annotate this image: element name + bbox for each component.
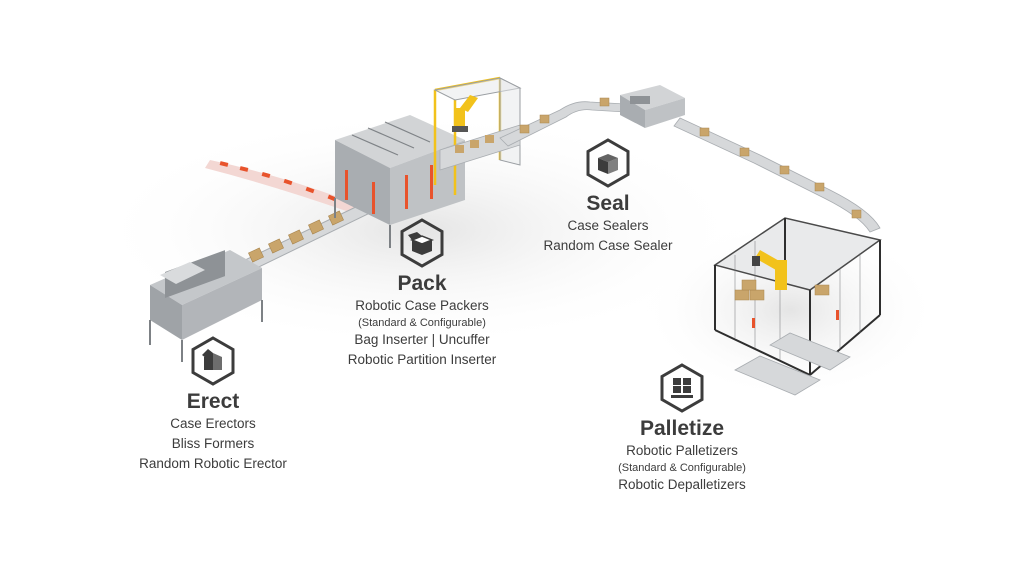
- stage-pack-line: (Standard & Configurable): [358, 317, 486, 329]
- case-sealer-machine: [620, 85, 685, 128]
- palletizer-cell: [713, 217, 882, 396]
- packing-robot-cell: [433, 76, 522, 195]
- stage-palletize: Palletize Robotic Palletizers (Standard …: [582, 363, 782, 495]
- stage-palletize-title: Palletize: [639, 417, 725, 440]
- case-blank-stream: [205, 160, 360, 213]
- stage-palletize-line: Robotic Depalletizers: [618, 477, 746, 492]
- stage-palletize-line: Robotic Palletizers: [626, 443, 738, 458]
- stage-pack: Pack Robotic Case Packers (Standard & Co…: [322, 218, 522, 370]
- stage-erect: Erect Case Erectors Bliss Formers Random…: [113, 336, 313, 474]
- stage-seal: Seal Case Sealers Random Case Sealer: [508, 138, 708, 256]
- sealed-box-icon: [586, 138, 630, 188]
- case-erector-machine: [149, 250, 263, 362]
- stage-erect-line: Bliss Formers: [171, 436, 255, 451]
- stage-pack-line: Robotic Case Packers: [355, 298, 489, 313]
- stage-pack-title: Pack: [397, 272, 447, 295]
- palletizing-robot-arm: [752, 250, 787, 290]
- stage-pack-line: Robotic Partition Inserter: [347, 352, 497, 367]
- folded-case-icon: [191, 336, 235, 386]
- open-box-icon: [400, 218, 444, 268]
- stage-erect-line: Random Robotic Erector: [139, 456, 287, 471]
- stage-seal-line: Random Case Sealer: [543, 238, 673, 253]
- stage-seal-line: Case Sealers: [567, 218, 649, 233]
- stage-erect-title: Erect: [186, 390, 240, 413]
- packing-robot-arm: [452, 95, 478, 132]
- pallet-stack-icon: [660, 363, 704, 413]
- stage-seal-title: Seal: [586, 192, 630, 215]
- stage-palletize-line: (Standard & Configurable): [618, 462, 746, 474]
- pallet-outfeed-conveyor: [734, 332, 851, 396]
- stage-pack-line: Bag Inserter | Uncuffer: [354, 332, 490, 347]
- stage-erect-line: Case Erectors: [170, 416, 256, 431]
- outfeed-conveyor: [673, 117, 881, 233]
